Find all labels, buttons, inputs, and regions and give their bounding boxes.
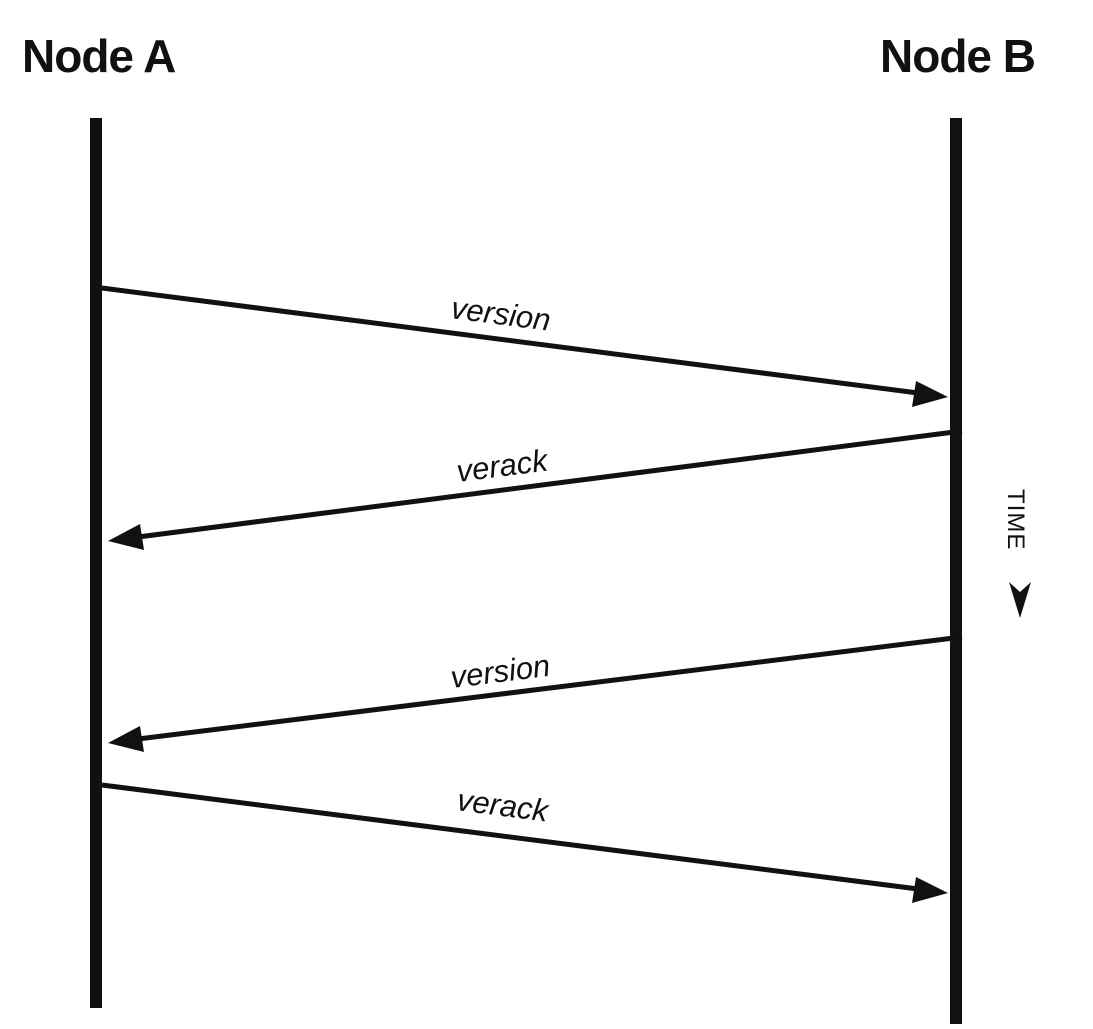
message-arrow-line xyxy=(101,782,919,892)
arrow-head-icon xyxy=(108,726,144,752)
message-arrow-line xyxy=(101,285,919,396)
time-axis: TIME xyxy=(1002,489,1031,618)
arrow-head-icon xyxy=(912,381,948,407)
node-b-label: Node B xyxy=(880,30,1035,82)
message-arrow-line xyxy=(137,428,963,540)
message-verack-b-to-a: verack xyxy=(108,428,963,550)
message-version-b-to-a: version xyxy=(108,634,963,752)
arrow-head-icon xyxy=(912,877,948,903)
message-arrow-line xyxy=(137,634,963,742)
message-label: verack xyxy=(455,782,551,829)
message-label: verack xyxy=(454,442,550,489)
node-a-label: Node A xyxy=(22,30,175,82)
arrow-head-icon xyxy=(108,524,144,550)
message-label: version xyxy=(449,290,553,337)
message-version-a-to-b: version xyxy=(101,285,948,407)
message-verack-a-to-b: verack xyxy=(101,782,948,903)
time-label: TIME xyxy=(1002,489,1029,550)
time-arrow-icon xyxy=(1009,582,1031,618)
